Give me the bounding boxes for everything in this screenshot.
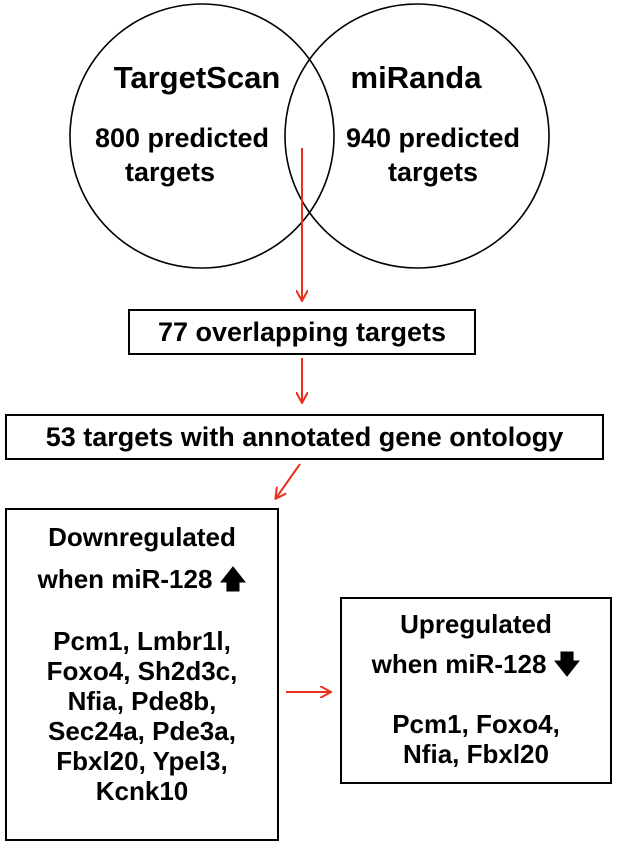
downregulated-box: Downregulated when miR-128 🡅 Pcm1, Lmbr1… [5, 508, 279, 841]
upregulated-condition-text: when miR-128 [371, 649, 547, 679]
arrow-up-icon: 🡅 [219, 564, 247, 594]
annotated-targets-label: 53 targets with annotated gene ontology [45, 422, 564, 452]
downregulated-condition-text: when miR-128 [37, 564, 213, 594]
targetscan-targets: targets [125, 157, 215, 187]
upregulated-gene-list: Pcm1, Foxo4, Nfia, Fbxl20 [392, 709, 560, 769]
upregulated-condition: when miR-128 🡇 [342, 649, 610, 679]
overlapping-targets-box: 77 overlapping targets [128, 309, 476, 355]
downregulated-title: Downregulated [48, 522, 236, 552]
targetscan-circle [69, 3, 335, 269]
downregulated-gene-list: Pcm1, Lmbr1l, Foxo4, Sh2d3c, Nfia, Pde8b… [46, 626, 238, 806]
annotated-to-down-arrow [276, 463, 301, 498]
arrow-down-icon: 🡇 [553, 649, 581, 679]
annotated-targets-box: 53 targets with annotated gene ontology [5, 414, 604, 460]
miranda-circle [284, 3, 550, 269]
upregulated-box: Upregulated when miR-128 🡇 Pcm1, Foxo4, … [340, 597, 612, 784]
overlapping-targets-label: 77 overlapping targets [157, 317, 447, 347]
targetscan-count: 800 predicted [95, 123, 269, 153]
downregulated-condition: when miR-128 🡅 [7, 564, 277, 594]
upregulated-title: Upregulated [400, 609, 552, 639]
targetscan-title: TargetScan [114, 60, 281, 95]
miranda-count: 940 predicted [346, 123, 520, 153]
miranda-targets: targets [388, 157, 478, 187]
miranda-title: miRanda [351, 60, 483, 95]
